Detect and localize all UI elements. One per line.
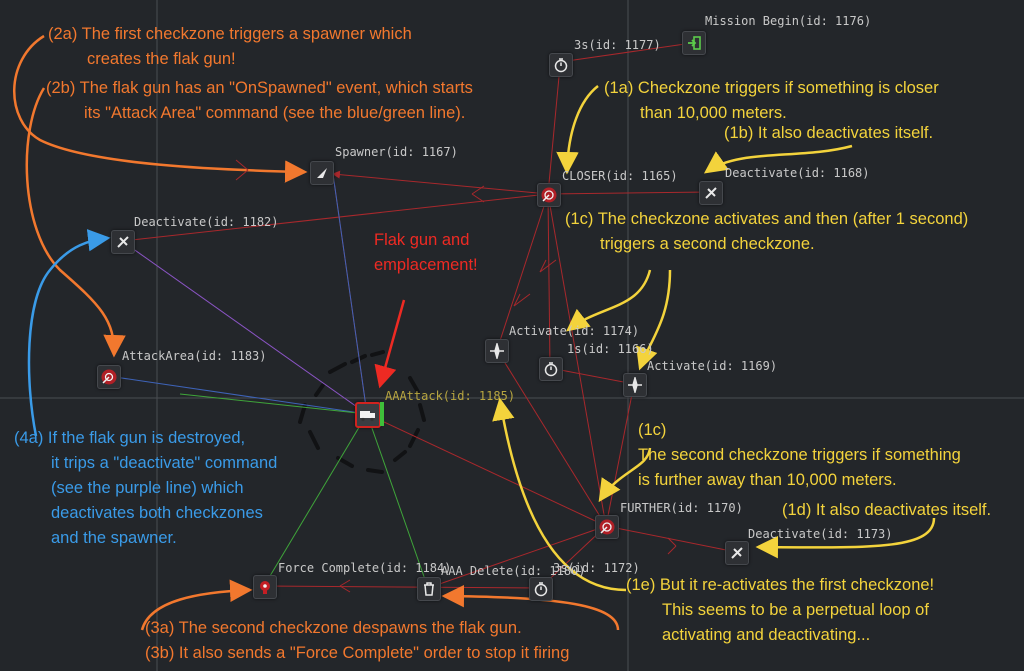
note-flak-line-1: Flak gun and bbox=[374, 231, 470, 249]
red-links bbox=[121, 42, 737, 591]
deactivate-1168-node[interactable] bbox=[699, 181, 723, 205]
aaa-delete-node[interactable] bbox=[417, 577, 441, 601]
note-4a: (4a) If the flak gun is destroyed, it tr… bbox=[14, 426, 277, 551]
attack-area-links bbox=[107, 173, 429, 589]
deactivate-icon bbox=[705, 187, 717, 199]
note-1c: (1c) The checkzone activates and then (a… bbox=[565, 207, 968, 257]
note-2b: (2b) The flak gun has an "OnSpawned" eve… bbox=[46, 76, 473, 126]
attack-area-label: AttackArea(id: 1183) bbox=[122, 349, 267, 363]
timer-3s-top-label: 3s(id: 1177) bbox=[574, 38, 661, 52]
spawner-label: Spawner(id: 1167) bbox=[335, 145, 458, 159]
further-label: FURTHER(id: 1170) bbox=[620, 501, 743, 515]
deactivate-icon bbox=[731, 547, 743, 559]
note-1a: (1a) Checkzone triggers if something is … bbox=[604, 76, 939, 126]
note-1c-line-1: (1c) The checkzone activates and then (a… bbox=[565, 210, 969, 228]
checkzone-icon bbox=[541, 187, 557, 203]
deactivate-1168-label: Deactivate(id: 1168) bbox=[725, 166, 870, 180]
deactivate-1173-label: Deactivate(id: 1173) bbox=[748, 527, 893, 541]
note-2a-line-1: (2a) The first checkzone triggers a spaw… bbox=[48, 25, 412, 43]
timer-3s-bottom-node[interactable] bbox=[529, 577, 553, 601]
note-1d: (1d) It also deactivates itself. bbox=[782, 498, 991, 523]
link-tick-marks bbox=[235, 159, 677, 593]
further-checkzone-node[interactable] bbox=[595, 515, 619, 539]
force-complete-node[interactable] bbox=[253, 575, 277, 599]
closer-checkzone-node[interactable] bbox=[537, 183, 561, 207]
note-1b: (1b) It also deactivates itself. bbox=[724, 121, 933, 146]
activate-1169-label: Activate(id: 1169) bbox=[647, 359, 778, 373]
activate-icon bbox=[628, 377, 642, 393]
note-2b-line-2: its "Attack Area" command (see the blue/… bbox=[84, 104, 466, 122]
note-3a-line-1: (3a) The second checkzone despawns the f… bbox=[145, 619, 522, 637]
note-1e-line-3: activating and deactivating... bbox=[662, 626, 871, 644]
note-1c2-line-3: is further away than 10,000 meters. bbox=[638, 471, 897, 489]
note-1a-line-1: (1a) Checkzone triggers if something is … bbox=[604, 79, 939, 97]
note-4a-line-5: and the spawner. bbox=[51, 529, 177, 547]
flak-unit-label: AAAttack(id: 1185) bbox=[385, 389, 516, 403]
note-1e-line-1: (1e) But it re-activates the first check… bbox=[626, 576, 935, 594]
timer-1s-label: 1s(id: 1166) bbox=[567, 342, 654, 356]
deactivate-1182-node[interactable] bbox=[111, 230, 135, 254]
activate-1174-node[interactable] bbox=[485, 339, 509, 363]
closer-label: CLOSER(id: 1165) bbox=[562, 169, 678, 183]
note-flak-line-2: emplacement! bbox=[374, 256, 478, 274]
note-3a: (3a) The second checkzone despawns the f… bbox=[145, 616, 522, 641]
activate-1174-label: Activate(id: 1174) bbox=[509, 324, 640, 338]
trash-icon bbox=[424, 582, 434, 596]
note-3b-line-1: (3b) It also sends a "Force Complete" or… bbox=[145, 644, 570, 662]
aaa-delete-label: AAA Delete(id: 1180) bbox=[441, 564, 586, 578]
spawner-icon bbox=[317, 168, 327, 178]
activate-1169-node[interactable] bbox=[623, 373, 647, 397]
note-4a-line-3: (see the purple line) which bbox=[51, 479, 244, 497]
note-1c-second: (1c) The second checkzone triggers if so… bbox=[638, 418, 961, 493]
enter-icon bbox=[688, 36, 701, 50]
activate-icon bbox=[490, 343, 504, 359]
note-flak-gun: Flak gun and emplacement! bbox=[374, 228, 478, 278]
note-1c2-line-1: (1c) bbox=[638, 421, 667, 439]
stopwatch-icon bbox=[534, 582, 548, 597]
checkzone-icon bbox=[599, 519, 615, 535]
note-2a: (2a) The first checkzone triggers a spaw… bbox=[48, 22, 412, 72]
timer-3s-top-node[interactable] bbox=[549, 53, 573, 77]
flak-unit-health-bar bbox=[380, 402, 384, 426]
flak-unit-node[interactable] bbox=[355, 402, 381, 428]
attack-area-node[interactable] bbox=[97, 365, 121, 389]
mission-begin-label: Mission Begin(id: 1176) bbox=[705, 14, 872, 28]
force-complete-label: Force Complete(id: 1184) bbox=[278, 561, 452, 575]
deactivate-icon bbox=[117, 236, 129, 248]
spawner-node[interactable] bbox=[310, 161, 334, 185]
note-1d-line-1: (1d) It also deactivates itself. bbox=[782, 501, 992, 519]
annotation-arrows bbox=[13, 34, 936, 631]
note-1e: (1e) But it re-activates the first check… bbox=[626, 573, 934, 648]
deactivate-1182-label: Deactivate(id: 1182) bbox=[134, 215, 279, 229]
note-1c-line-2: triggers a second checkzone. bbox=[600, 235, 815, 253]
note-2b-line-1: (2b) The flak gun has an "OnSpawned" eve… bbox=[46, 79, 473, 97]
note-1b-line-1: (1b) It also deactivates itself. bbox=[724, 124, 934, 142]
note-2a-line-2: creates the flak gun! bbox=[87, 50, 236, 68]
note-4a-line-4: deactivates both checkzones bbox=[51, 504, 263, 522]
note-4a-line-1: (4a) If the flak gun is destroyed, bbox=[14, 429, 246, 447]
note-4a-line-2: it trips a "deactivate" command bbox=[51, 454, 278, 472]
force-complete-icon bbox=[260, 581, 270, 594]
timer-3s-bottom-label: 3s(id: 1172) bbox=[553, 561, 640, 575]
mission-begin-node[interactable] bbox=[682, 31, 706, 55]
truck-icon bbox=[360, 411, 375, 422]
note-3b: (3b) It also sends a "Force Complete" or… bbox=[145, 641, 569, 666]
stopwatch-icon bbox=[554, 58, 568, 73]
note-1a-line-2: than 10,000 meters. bbox=[640, 104, 787, 122]
note-1c2-line-2: The second checkzone triggers if somethi… bbox=[638, 446, 961, 464]
deactivate-1173-node[interactable] bbox=[725, 541, 749, 565]
note-1e-line-2: This seems to be a perpetual loop of bbox=[662, 601, 929, 619]
timer-1s-node[interactable] bbox=[539, 357, 563, 381]
attack-area-icon bbox=[101, 369, 117, 385]
stopwatch-icon bbox=[544, 362, 558, 377]
